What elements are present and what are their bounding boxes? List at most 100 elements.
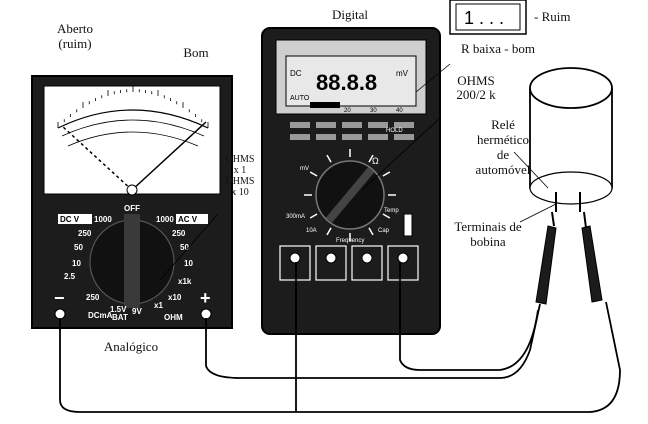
dial-tick	[368, 227, 374, 236]
analog-ohms-leader	[159, 213, 219, 281]
rele-leader	[513, 151, 549, 189]
plus-sign: +	[200, 288, 211, 308]
analog-positive-jack[interactable]	[200, 308, 212, 320]
dial-1.5v-label: 1.5V	[110, 305, 127, 314]
digital-dial-knob[interactable]	[325, 167, 375, 223]
dial-tick	[326, 227, 332, 236]
lead-analog-negative	[59, 301, 621, 413]
ohms-analog-label-2: x 1	[233, 165, 247, 176]
inset-display-digits: 1 . . .	[464, 8, 504, 28]
digital-function-button	[342, 134, 362, 140]
analog-meter-face	[43, 85, 221, 195]
ohms-analog-label-1: OHMS	[225, 154, 255, 165]
ohms-analog-label-3: OHMS	[225, 176, 255, 187]
analog-dial-knob[interactable]	[124, 214, 140, 308]
dcv-label-box	[58, 214, 92, 224]
test-probes	[535, 211, 603, 305]
dial-tick	[326, 154, 332, 163]
lcd-auto-label: AUTO	[290, 95, 310, 102]
dial-x10-label: x10	[168, 293, 182, 302]
dial-2.5-label: 2.5	[64, 272, 76, 281]
digital-function-button	[342, 122, 362, 128]
lcd-scale-30: 30	[370, 108, 377, 114]
bom-label: Bom	[183, 45, 209, 60]
jack-socket	[361, 252, 373, 264]
dial-tick	[368, 154, 374, 163]
digital-function-button	[394, 134, 414, 140]
digital-label: Digital	[331, 7, 369, 22]
dial-off-label: OFF	[124, 204, 140, 213]
digital-lcd	[285, 55, 417, 107]
rele-label-4: automóvel	[475, 162, 531, 177]
ohms-digital-label-2: 200/2 k	[456, 87, 496, 102]
digital-jack-row	[279, 245, 419, 281]
r-baixa-leader	[415, 63, 451, 93]
dial-cap-label: Cap	[378, 228, 390, 234]
rele-label-1: Relé	[491, 117, 515, 132]
jack-socket	[325, 252, 337, 264]
jack-socket	[289, 252, 301, 264]
lcd-scale-20: 20	[344, 108, 351, 114]
hermetic-relay	[513, 67, 613, 223]
terminais-label-1: Terminais de	[454, 219, 522, 234]
aberto-label: Aberto	[56, 21, 94, 36]
probe-right[interactable]	[581, 225, 603, 303]
analog-scale-ticks	[57, 86, 209, 128]
minus-sign: −	[54, 288, 65, 308]
digital-function-button	[368, 134, 388, 140]
lcd-digits: 88.8.8	[316, 70, 377, 95]
lead-analog-positive	[205, 303, 541, 379]
dial-temp-label: Temp	[384, 208, 399, 214]
probe-left-tip	[551, 211, 555, 227]
ohms-digital-label-1: OHMS	[457, 73, 495, 88]
dial-1000-right: 1000	[156, 215, 174, 224]
digital-ohms-leader	[361, 117, 441, 191]
dial-50-left: 50	[74, 243, 83, 252]
dial-10-right: 10	[184, 259, 193, 268]
needle-pivot	[126, 184, 138, 196]
digital-function-button	[368, 122, 388, 128]
dial-mv-label: mV	[300, 166, 309, 172]
lead-digital-ohm	[399, 262, 539, 371]
needle-open-position	[61, 125, 133, 191]
dial-10-left: 10	[72, 259, 81, 268]
relay-can-base	[529, 171, 613, 205]
r-baixa-label: R baixa - bom	[460, 41, 535, 56]
rele-label-3: de	[496, 147, 510, 162]
needle-good-position	[131, 121, 207, 191]
dial-acv-label: AC V	[178, 215, 198, 224]
dial-tick	[382, 213, 391, 219]
test-leads	[59, 262, 621, 413]
digital-button-row	[290, 122, 414, 140]
dial-ohm-label: OHM	[164, 313, 183, 322]
digital-function-button	[290, 122, 310, 128]
dial-x1-label: x1	[154, 301, 163, 310]
dial-bat-label: BAT	[112, 313, 128, 322]
analog-scale-arc	[57, 109, 209, 129]
dial-tick	[309, 213, 318, 219]
digital-function-button	[394, 122, 414, 128]
dial-10a-label: 10A	[306, 228, 317, 234]
dial-250-right: 250	[172, 229, 186, 238]
dial-tick	[382, 171, 391, 177]
dial-omega-label: Ω	[372, 156, 379, 166]
digital-function-button	[290, 134, 310, 140]
dial-250-left: 250	[78, 229, 92, 238]
ruim-paren-label: (ruim)	[58, 36, 92, 51]
analog-multimeter: OFF DC V AC V 1000 250 50 10 2.5 250 DCm…	[31, 75, 233, 329]
digital-function-button	[316, 122, 336, 128]
acv-label-box	[176, 214, 208, 224]
digital-multimeter: DC 88.8.8 mV AUTO 20 30 40 HOLD Ω Freque…	[261, 27, 451, 335]
digital-function-button	[316, 134, 336, 140]
dial-1000-left: 1000	[94, 215, 112, 224]
ruim-label: - Ruim	[534, 9, 571, 24]
probe-left[interactable]	[535, 225, 557, 305]
ohms-analog-label-4: x 10	[231, 187, 249, 198]
relay-can-top	[529, 67, 613, 109]
lcd-dc-label: DC	[290, 69, 302, 78]
dial-tick	[309, 171, 318, 177]
dial-dcv-label: DC V	[60, 215, 80, 224]
analog-negative-jack[interactable]	[54, 308, 66, 320]
probe-right-tip	[583, 211, 587, 229]
